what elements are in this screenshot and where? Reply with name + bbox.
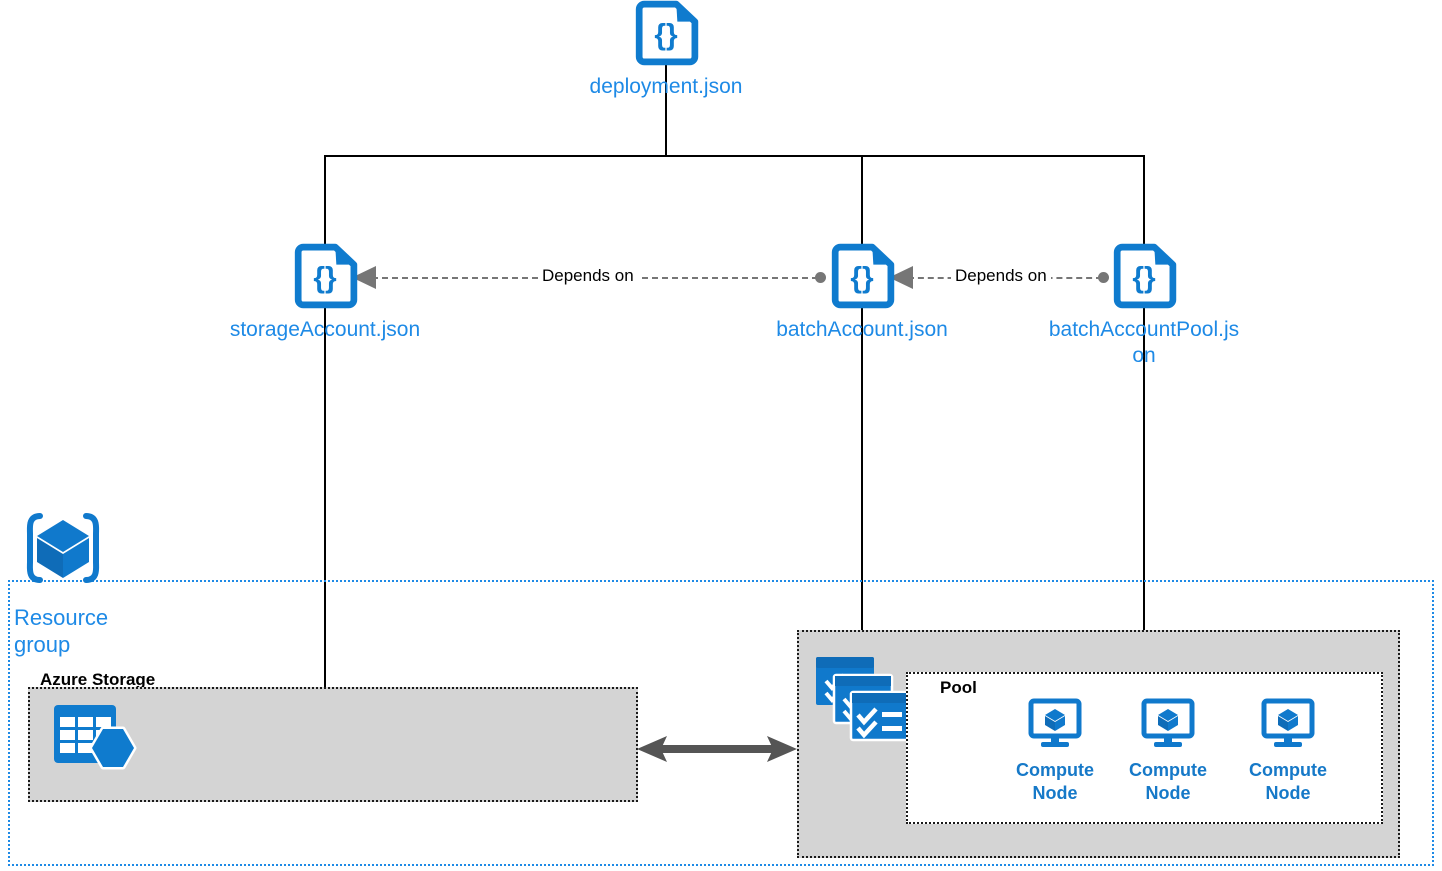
svg-text:{}: {} — [654, 18, 678, 51]
link-batch-to-batch-box — [861, 305, 863, 630]
compute-node-label-1: Compute Node — [1016, 760, 1094, 803]
compute-node-icon — [1028, 698, 1082, 747]
tree-bus-horizontal — [324, 155, 1145, 157]
azure-batch-icon — [816, 657, 910, 742]
resource-group-boundary — [8, 580, 1434, 866]
depends-on-arrowhead-2 — [889, 266, 913, 289]
link-batchpool-to-pool-box — [1143, 305, 1145, 674]
storage-batch-bidirectional-arrow — [637, 736, 797, 762]
template-node-batch-account[interactable]: {} batchAccount.json — [752, 243, 972, 343]
json-file-icon: {} — [831, 243, 895, 309]
template-label-deployment: deployment.json — [589, 75, 743, 98]
json-file-icon: {} — [1113, 243, 1177, 309]
template-label-batch-account-pool: batchAccountPool.json — [1048, 318, 1240, 367]
compute-node-2[interactable]: Compute Node — [1113, 698, 1223, 805]
resource-group-cube-icon — [26, 513, 100, 583]
pool-box — [906, 672, 1383, 824]
svg-text:{}: {} — [850, 261, 874, 294]
azure-storage-title: Azure Storage — [40, 670, 156, 689]
svg-text:{}: {} — [1132, 261, 1156, 294]
compute-node-icon — [1141, 698, 1195, 747]
tree-stem-root — [665, 65, 667, 157]
depends-on-origin-dot-1 — [815, 272, 826, 283]
template-node-batch-account-pool[interactable]: {} batchAccountPool.json — [1044, 243, 1244, 369]
depends-on-label-1: Depends on — [538, 266, 638, 286]
template-node-storage-account[interactable]: {} storageAccount.json — [215, 243, 435, 343]
json-file-icon: {} — [294, 243, 358, 309]
link-storage-to-storage-box — [324, 305, 326, 687]
tree-branch-storage — [324, 155, 326, 250]
compute-node-icon — [1261, 698, 1315, 747]
json-file-icon: {} — [635, 0, 699, 66]
tree-branch-batchpool — [1143, 155, 1145, 250]
tree-branch-batch — [861, 155, 863, 250]
template-label-batch-account: batchAccount.json — [776, 318, 948, 341]
compute-node-label-3: Compute Node — [1249, 760, 1327, 803]
svg-text:{}: {} — [313, 261, 337, 294]
compute-node-label-2: Compute Node — [1129, 760, 1207, 803]
depends-on-arrowhead-1 — [352, 266, 376, 289]
template-node-deployment[interactable]: {} deployment.json — [556, 0, 776, 100]
azure-storage-icon — [54, 705, 137, 770]
depends-on-origin-dot-2 — [1098, 272, 1109, 283]
depends-on-label-2: Depends on — [951, 266, 1051, 286]
compute-node-3[interactable]: Compute Node — [1233, 698, 1343, 805]
resource-group-label: Resource group — [14, 605, 109, 657]
compute-node-1[interactable]: Compute Node — [1000, 698, 1110, 805]
template-label-storage-account: storageAccount.json — [229, 318, 421, 341]
pool-title: Pool — [940, 678, 977, 697]
